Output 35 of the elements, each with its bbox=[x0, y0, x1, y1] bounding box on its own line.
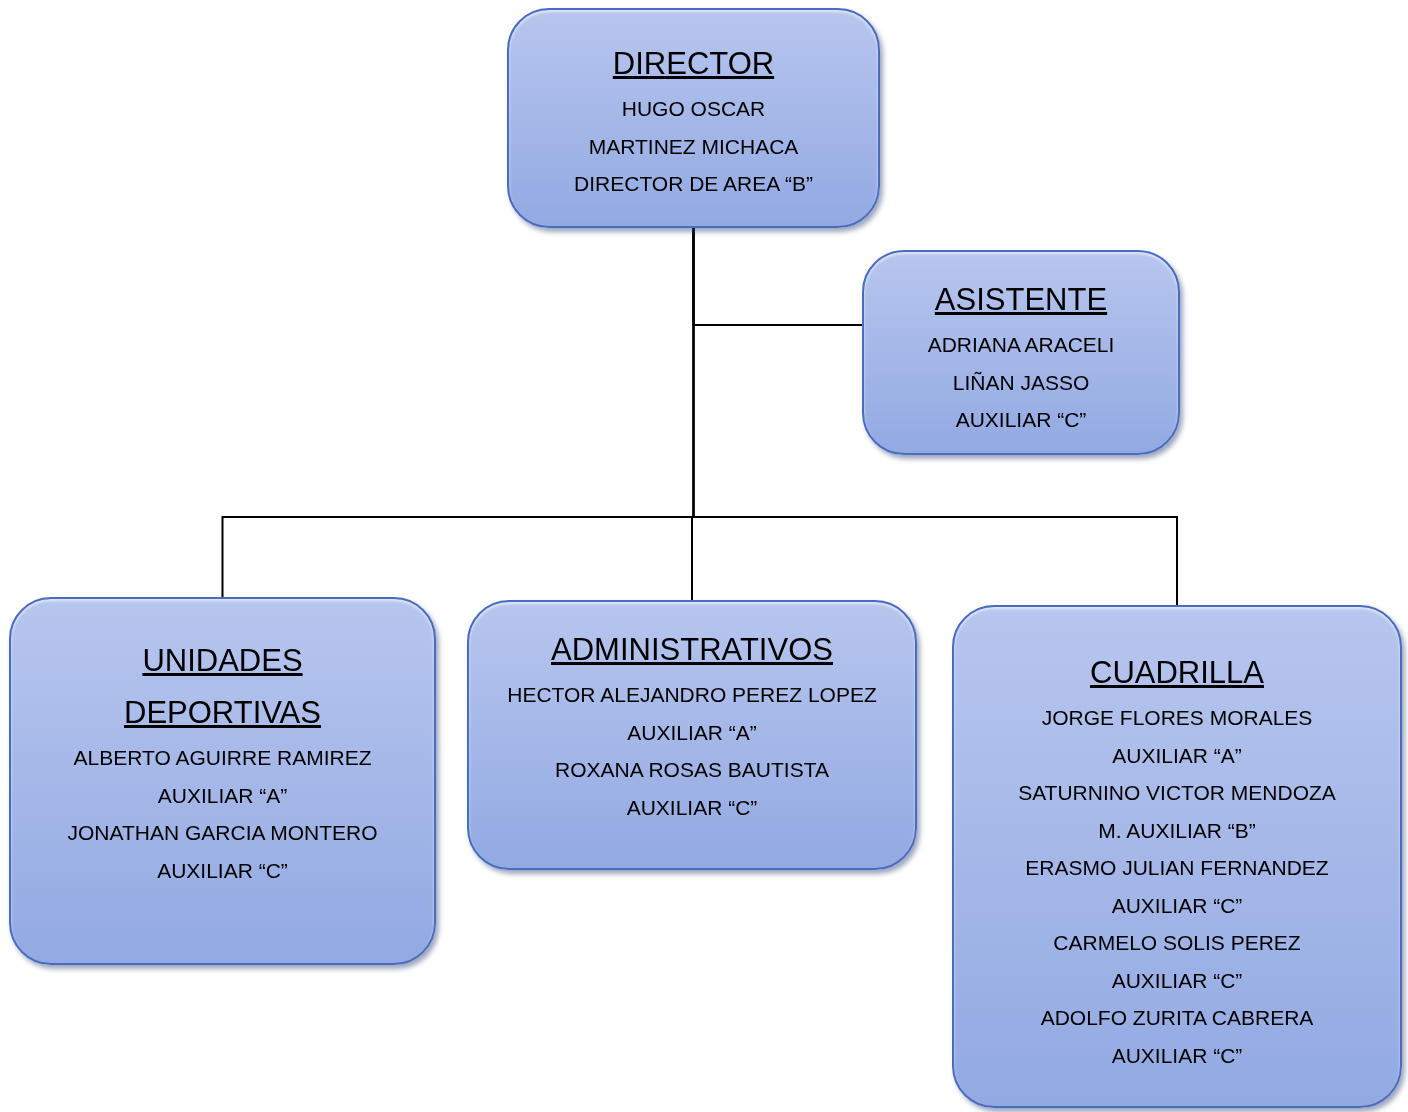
box-text: SATURNINO VICTOR MENDOZA bbox=[1018, 780, 1336, 806]
box-text: LIÑAN JASSO bbox=[952, 369, 1090, 396]
box-text: ADRIANA ARACELI bbox=[927, 332, 1115, 358]
box-text: ERASMO JULIAN FERNANDEZ bbox=[1025, 855, 1329, 881]
box-text: AUXILIAR “C” bbox=[626, 794, 758, 821]
box-text: CARMELO SOLIS PEREZ bbox=[1053, 930, 1301, 956]
box-text: HECTOR ALEJANDRO PEREZ LOPEZ bbox=[507, 682, 877, 708]
org-box bbox=[952, 605, 1402, 1108]
box-text: JORGE FLORES MORALES bbox=[1041, 705, 1313, 731]
connector-line bbox=[692, 227, 1178, 606]
box-heading: UNIDADES DEPORTIVAS bbox=[123, 642, 322, 732]
box-heading: ADMINISTRATIVOS bbox=[551, 631, 833, 669]
box-heading: CUADRILLA bbox=[1090, 654, 1264, 692]
box-text: AUXILIAR “A” bbox=[627, 719, 757, 746]
org-box bbox=[9, 597, 436, 965]
box-text: AUXILIAR “C” bbox=[1111, 892, 1243, 919]
box-text: ALBERTO AGUIRRE RAMIREZ bbox=[73, 745, 372, 771]
box-heading: ASISTENTE bbox=[934, 281, 1108, 319]
box-text: ADOLFO ZURITA CABRERA bbox=[1040, 1005, 1314, 1031]
org-box bbox=[862, 250, 1180, 455]
box-text: AUXILIAR “C” bbox=[157, 857, 288, 884]
box-text: AUXILIAR “C” bbox=[955, 407, 1087, 433]
box-heading: DIRECTOR bbox=[612, 45, 775, 83]
org-box bbox=[507, 8, 880, 228]
box-text: JONATHAN GARCIA MONTERO bbox=[67, 820, 378, 846]
box-text: DIRECTOR DE AREA “B” bbox=[574, 171, 813, 197]
box-text: AUXILIAR “C” bbox=[1111, 1042, 1243, 1069]
box-text: AUXILIAR “A” bbox=[1112, 742, 1242, 769]
org-box bbox=[467, 600, 917, 870]
box-text: AUXILIAR “A” bbox=[157, 782, 288, 809]
box-text: ROXANA ROSAS BAUTISTA bbox=[555, 757, 829, 783]
box-text: M. AUXILIAR “B” bbox=[1098, 817, 1256, 844]
box-text: HUGO OSCAR bbox=[621, 96, 766, 122]
box-text: MARTINEZ MICHACA bbox=[588, 133, 799, 160]
box-text: AUXILIAR “C” bbox=[1111, 967, 1243, 994]
